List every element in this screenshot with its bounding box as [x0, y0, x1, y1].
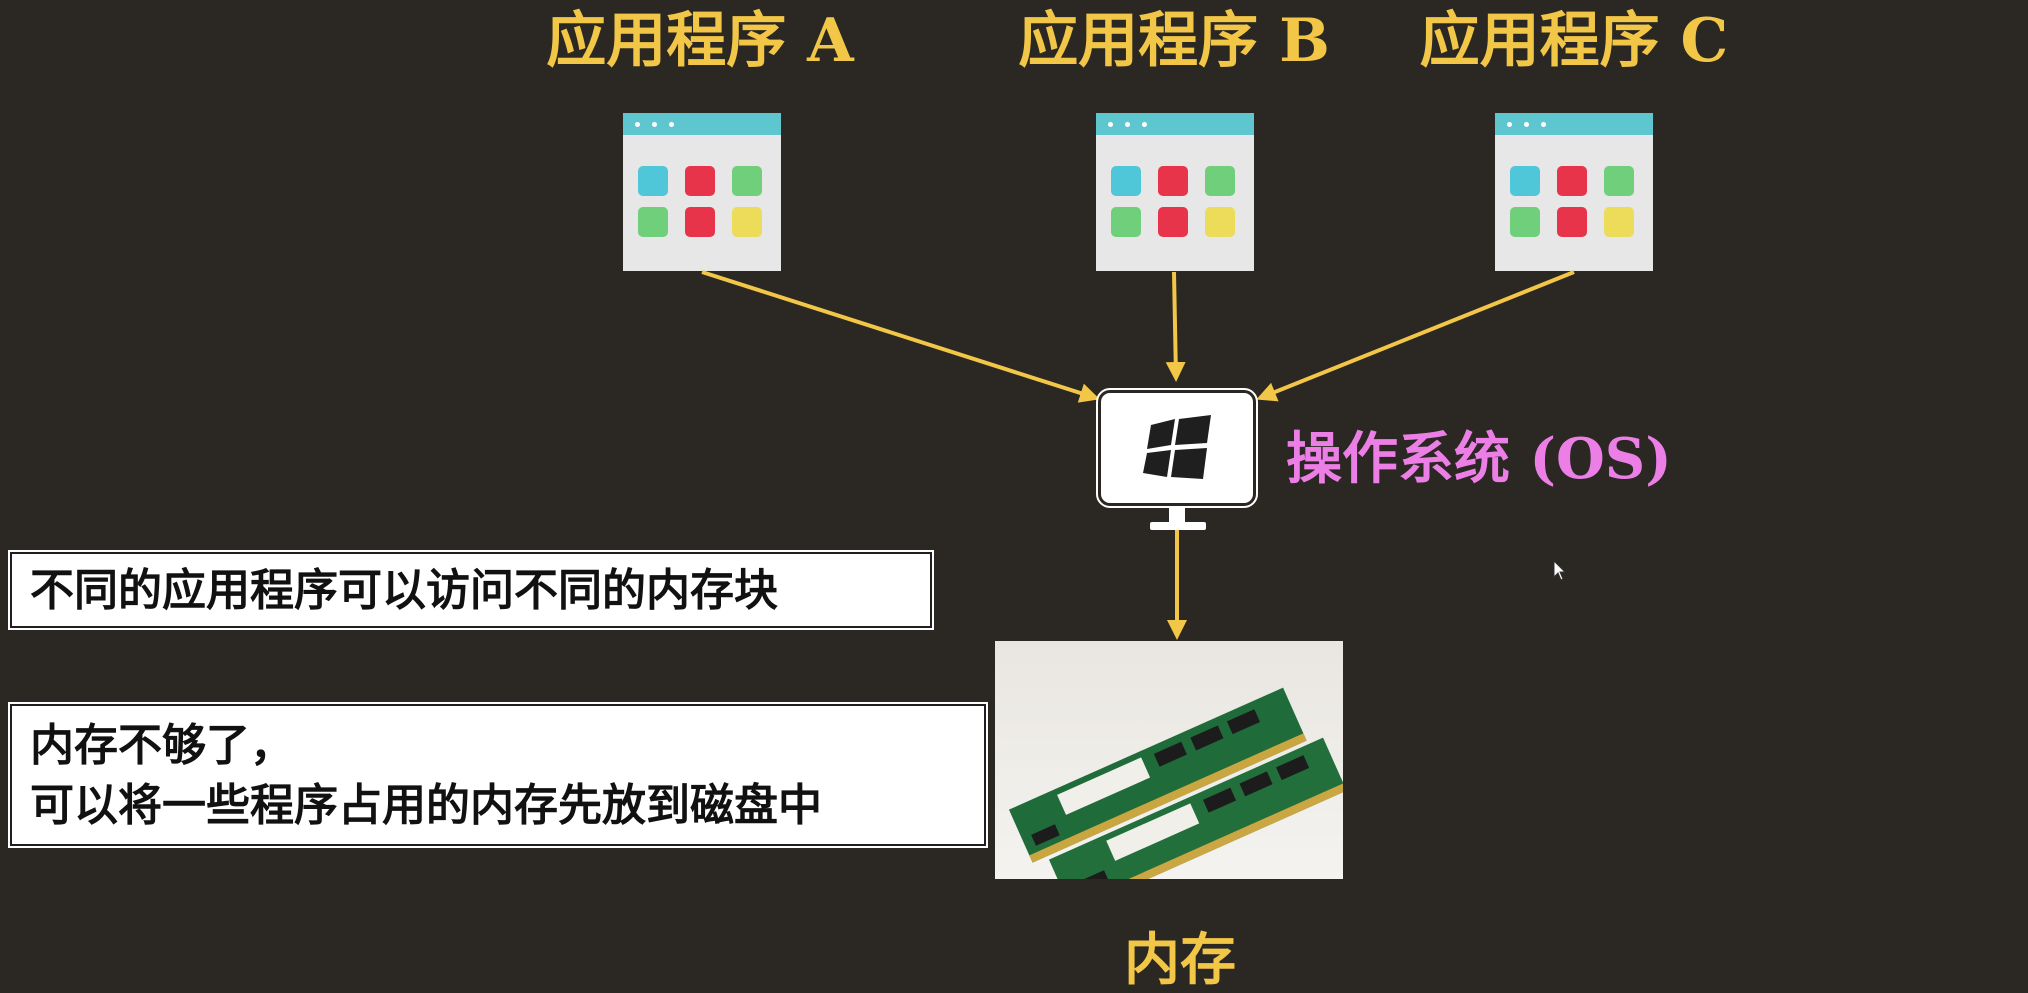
app-b-window-icon: [1096, 113, 1254, 271]
arrow-app-b-to-os: [1165, 271, 1186, 382]
monitor-base: [1150, 522, 1206, 530]
mouse-cursor-icon: [1553, 560, 1567, 581]
app-b-label: 应用程序 B: [1018, 6, 1330, 76]
os-label: 操作系统 (OS): [1286, 426, 1672, 492]
arrow-app-c-to-os: [1256, 270, 1575, 402]
note-different-memory-blocks: 不同的应用程序可以访问不同的内存块: [8, 550, 934, 630]
app-a-label: 应用程序 A: [546, 6, 854, 76]
note-swap-line-2: 可以将一些程序占用的内存先放到磁盘中: [30, 780, 822, 831]
memory-label: 内存: [1124, 927, 1236, 993]
ram-modules-photo: [995, 641, 1343, 879]
monitor-stand: [1169, 508, 1185, 526]
windows-logo-icon: [1143, 415, 1211, 479]
arrow-app-a-to-os: [701, 270, 1100, 403]
note-swap-to-disk: 内存不够了， 可以将一些程序占用的内存先放到磁盘中: [8, 702, 988, 848]
app-c-window-icon: [1495, 113, 1653, 271]
app-c-label: 应用程序 C: [1419, 6, 1729, 76]
note-swap-line-1: 内存不够了，: [30, 720, 294, 771]
app-a-window-icon: [623, 113, 781, 271]
os-monitor-icon: [1096, 388, 1258, 508]
